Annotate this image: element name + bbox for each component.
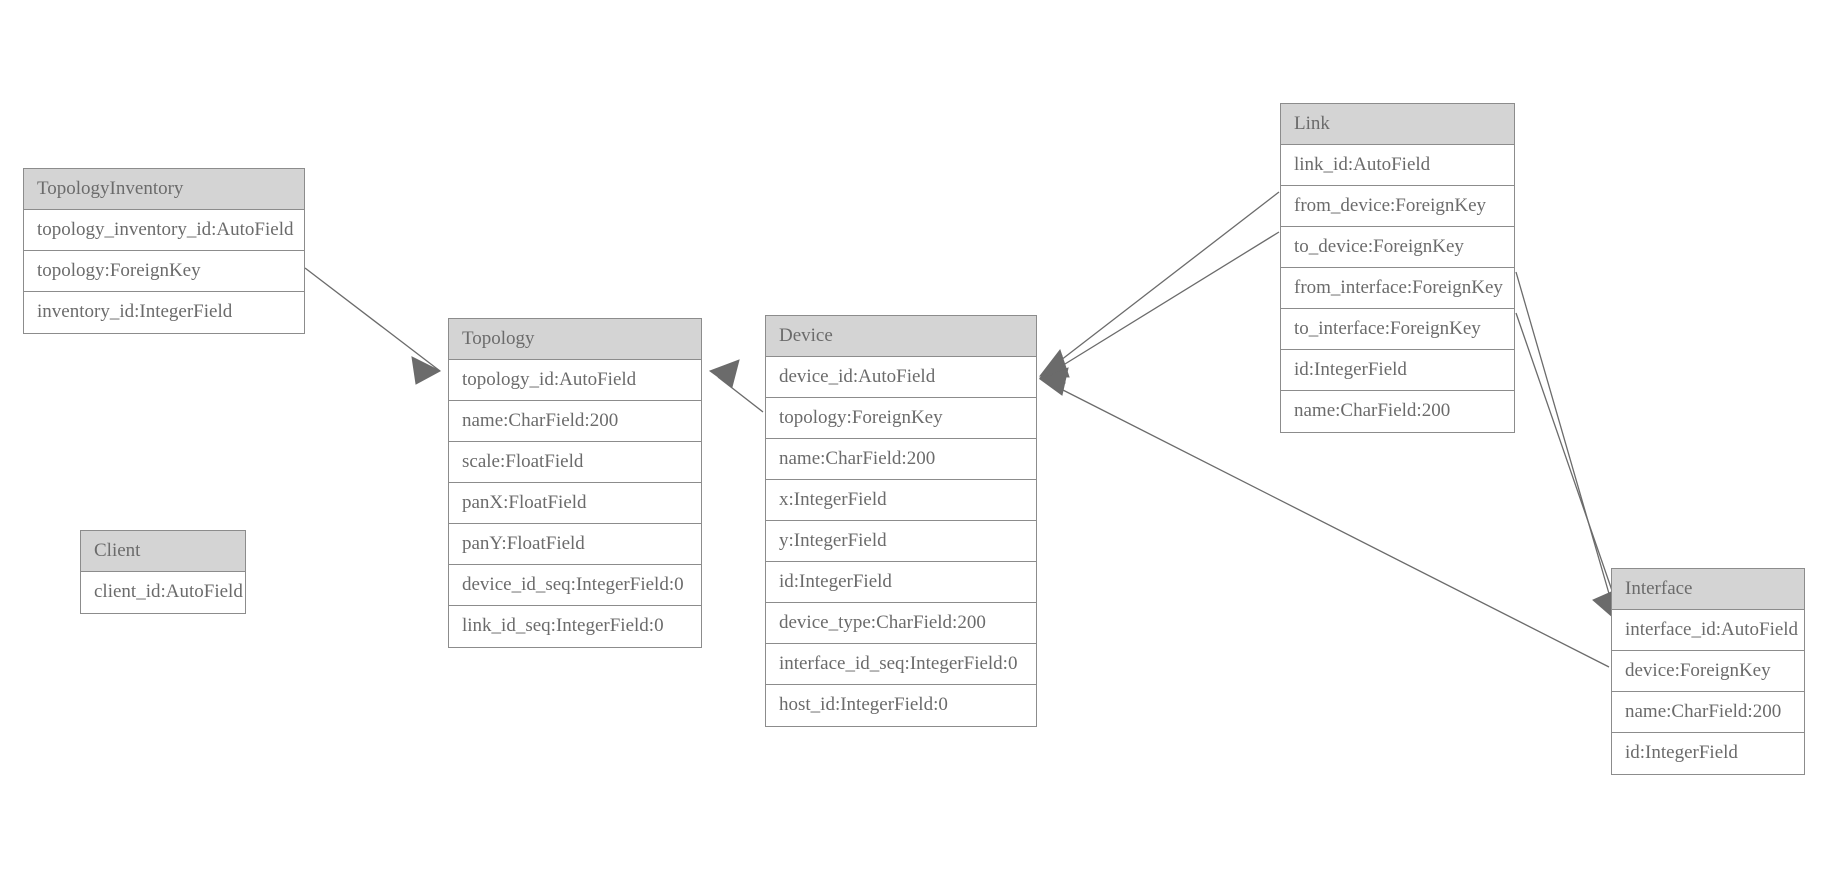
entity-field: name:CharField:200 (766, 439, 1036, 480)
entity-field: link_id_seq:IntegerField:0 (449, 606, 701, 647)
entity-field: device_type:CharField:200 (766, 603, 1036, 644)
entity-field: panY:FloatField (449, 524, 701, 565)
entity-field: device_id:AutoField (766, 357, 1036, 398)
rel-link-from-interface (1515, 271, 1619, 622)
entity-field: interface_id_seq:IntegerField:0 (766, 644, 1036, 685)
rel-topologyinventory-topology (304, 267, 442, 385)
entity-field: topology_inventory_id:AutoField (24, 210, 304, 251)
entity-field: id:IntegerField (1612, 733, 1804, 774)
edge-line (1515, 271, 1613, 605)
entity-field: topology_id:AutoField (449, 360, 701, 401)
edge-arrowhead (1038, 354, 1066, 384)
entity-field: id:IntegerField (766, 562, 1036, 603)
entity-field: panX:FloatField (449, 483, 701, 524)
entity-field: topology:ForeignKey (24, 251, 304, 292)
entity-title-client: Client (81, 531, 245, 572)
entity-field: to_device:ForeignKey (1281, 227, 1514, 268)
entity-field: topology:ForeignKey (766, 398, 1036, 439)
entity-field: host_id:IntegerField:0 (766, 685, 1036, 726)
entity-title-interface: Interface (1612, 569, 1804, 610)
entity-field: y:IntegerField (766, 521, 1036, 562)
entity-field: name:CharField:200 (449, 401, 701, 442)
edge-line (1515, 312, 1618, 606)
entity-field: name:CharField:200 (1612, 692, 1804, 733)
edge-line (1051, 191, 1280, 368)
entity-field: id:IntegerField (1281, 350, 1514, 391)
entity-field: client_id:AutoField (81, 572, 245, 613)
entity-title-topology: Topology (449, 319, 701, 360)
entity-field: scale:FloatField (449, 442, 701, 483)
entity-field: to_interface:ForeignKey (1281, 309, 1514, 350)
entity-field: inventory_id:IntegerField (24, 292, 304, 333)
edge-line (717, 376, 764, 413)
entity-field: name:CharField:200 (1281, 391, 1514, 432)
entity-title-link: Link (1281, 104, 1514, 145)
rel-link-to-device (1038, 231, 1280, 384)
entity-field: link_id:AutoField (1281, 145, 1514, 186)
edge-arrowhead (411, 356, 442, 385)
rel-link-from-device (1039, 191, 1280, 378)
entity-title-topology_inventory: TopologyInventory (24, 169, 304, 210)
entity-field: device:ForeignKey (1612, 651, 1804, 692)
rel-device-topology (708, 359, 764, 413)
edge-line (304, 267, 441, 372)
rel-link-to-interface (1515, 312, 1624, 623)
entity-title-device: Device (766, 316, 1036, 357)
edge-arrowhead (1039, 348, 1070, 378)
entity-field: interface_id:AutoField (1612, 610, 1804, 651)
entity-field: from_device:ForeignKey (1281, 186, 1514, 227)
entity-field: device_id_seq:IntegerField:0 (449, 565, 701, 606)
edge-arrowhead (708, 359, 740, 388)
entity-field: x:IntegerField (766, 480, 1036, 521)
entity-field: from_interface:ForeignKey (1281, 268, 1514, 309)
edge-line (1051, 231, 1280, 373)
edge-arrowhead (1038, 367, 1069, 396)
